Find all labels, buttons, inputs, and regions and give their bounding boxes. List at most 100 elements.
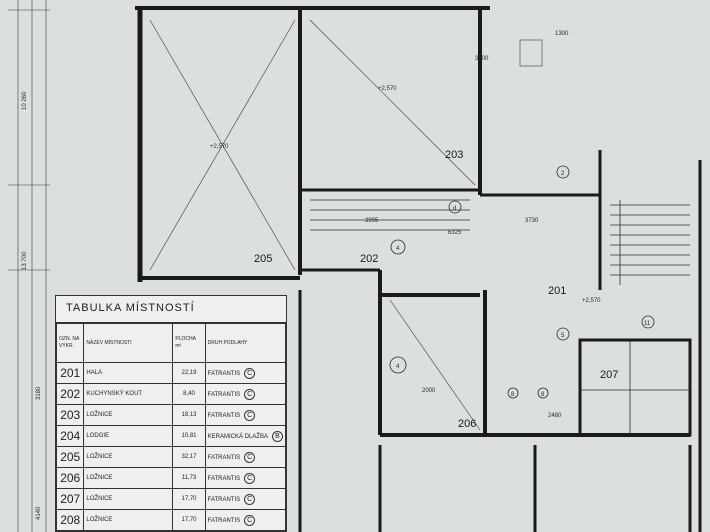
- room-number-cell-text: 203: [60, 408, 81, 422]
- floor-code-badge: B: [271, 430, 283, 442]
- room-number-cell-text: 201: [60, 366, 81, 380]
- room-label-202: 202: [360, 253, 378, 265]
- room-floor-cell-text: FATRANTIS: [207, 391, 241, 398]
- floor-code-badge: C: [244, 493, 256, 505]
- room-name-cell-text: LODGIE: [86, 433, 110, 439]
- construction-lines: [149, 19, 543, 431]
- svg-text:6325: 6325: [448, 230, 462, 236]
- floor-code-badge: C: [244, 367, 256, 379]
- room-number-cell: 203: [55, 404, 85, 426]
- svg-text:3000: 3000: [475, 56, 489, 62]
- room-floor-cell-text: KERAMICKÁ DLAŽBA: [207, 433, 268, 440]
- room-name-cell: KUCHYNSKÝ KOUT: [83, 383, 174, 405]
- room-area-cell-text: 17,70: [181, 517, 197, 523]
- room-number-cell: 208: [55, 509, 85, 531]
- room-label-201: 201: [548, 285, 566, 297]
- room-floor-cell-text: FATRANTIS: [207, 412, 241, 419]
- room-numbers: 201 202 203 205 206 207: [254, 149, 618, 430]
- room-table-header-row: OZN. NA VÝKR. NÁZEV MÍSTNOSTI PLOCHA m² …: [55, 323, 287, 363]
- svg-text:4: 4: [396, 364, 400, 370]
- room-area-cell-text: 22,19: [181, 370, 197, 376]
- room-area-cell: 32,17: [172, 446, 206, 468]
- room-number-cell: 207: [55, 488, 85, 510]
- svg-text:11: 11: [644, 321, 651, 327]
- room-name-cell: LOŽNICE: [83, 467, 174, 489]
- svg-text:2480: 2480: [548, 413, 562, 419]
- room-name-cell-text: LOŽNICE: [86, 517, 113, 523]
- svg-text:d: d: [453, 206, 456, 212]
- room-number-cell: 205: [55, 446, 85, 468]
- svg-text:3730: 3730: [525, 218, 539, 224]
- room-number-cell-text: 208: [60, 513, 81, 527]
- svg-text:+2,570: +2,570: [210, 144, 229, 150]
- room-name-cell: LOŽNICE: [83, 509, 174, 531]
- circled-markers: 2 4 4 5 d 11 8 8: [389, 165, 655, 399]
- room-area-cell-text: 10,81: [181, 433, 197, 439]
- header-number: OZN. NA VÝKR.: [55, 323, 85, 363]
- room-name-cell-text: LOŽNICE: [86, 412, 113, 418]
- svg-text:3995: 3995: [365, 218, 379, 224]
- dimension-labels: 3995 3730 6325 2000 2480 3000 1300 10 26…: [22, 31, 601, 520]
- room-area-cell: 11,73: [172, 467, 206, 489]
- room-floor-cell-text: FATRANTIS: [207, 517, 241, 524]
- header-floor: DRUH PODLAHY: [204, 323, 287, 363]
- svg-text:2000: 2000: [422, 388, 436, 394]
- room-number-cell-text: 207: [60, 492, 81, 506]
- room-number-cell-text: 205: [60, 450, 81, 464]
- room-number-cell-text: 206: [60, 471, 81, 485]
- svg-text:10 260: 10 260: [22, 91, 28, 110]
- staircase: [310, 199, 690, 285]
- room-area-cell-text: 8,40: [183, 391, 195, 397]
- room-area-cell: 22,19: [172, 362, 206, 384]
- room-number-cell-text: 204: [60, 429, 81, 443]
- floor-code-badge: C: [244, 472, 256, 484]
- room-name-cell: LODGIE: [83, 425, 174, 447]
- room-label-203: 203: [445, 149, 463, 161]
- room-area-cell: 8,40: [172, 383, 206, 405]
- floor-code-badge: C: [244, 514, 256, 526]
- svg-text:4: 4: [396, 246, 400, 252]
- room-name-cell: HALA: [83, 362, 174, 384]
- room-area-cell: 18,13: [172, 404, 206, 426]
- room-name-cell: LOŽNICE: [83, 404, 174, 426]
- room-name-cell: LOŽNICE: [83, 488, 174, 510]
- svg-text:13 700: 13 700: [22, 251, 28, 270]
- walls: [135, 6, 702, 532]
- room-floor-cell-text: FATRANTIS: [207, 475, 241, 482]
- left-dimension-lines: [8, 0, 50, 532]
- room-number-cell-text: 202: [60, 387, 81, 401]
- room-label-206: 206: [458, 418, 476, 430]
- room-area-cell-text: 32,17: [181, 454, 197, 460]
- svg-text:+2,570: +2,570: [378, 86, 397, 92]
- room-number-cell: 206: [55, 467, 85, 489]
- floor-code-badge: C: [244, 388, 256, 400]
- room-floor-cell-text: FATRANTIS: [207, 454, 241, 461]
- room-label-207: 207: [600, 369, 618, 381]
- svg-text:3180: 3180: [36, 386, 42, 400]
- room-name-cell: LOŽNICE: [83, 446, 174, 468]
- room-table-title: TABULKA MÍSTNOSTÍ: [56, 296, 286, 323]
- room-label-205: 205: [254, 253, 272, 265]
- svg-text:8: 8: [541, 392, 545, 398]
- room-area-cell-text: 17,70: [181, 496, 197, 502]
- header-area: PLOCHA m²: [172, 323, 206, 363]
- room-floor-cell-text: FATRANTIS: [207, 496, 241, 503]
- room-name-cell-text: LOŽNICE: [86, 496, 113, 502]
- room-table: OZN. NA VÝKR. NÁZEV MÍSTNOSTI PLOCHA m² …: [55, 323, 287, 531]
- room-number-cell: 204: [55, 425, 85, 447]
- svg-text:+2,570: +2,570: [582, 298, 601, 304]
- room-area-cell-text: 11,73: [181, 475, 197, 481]
